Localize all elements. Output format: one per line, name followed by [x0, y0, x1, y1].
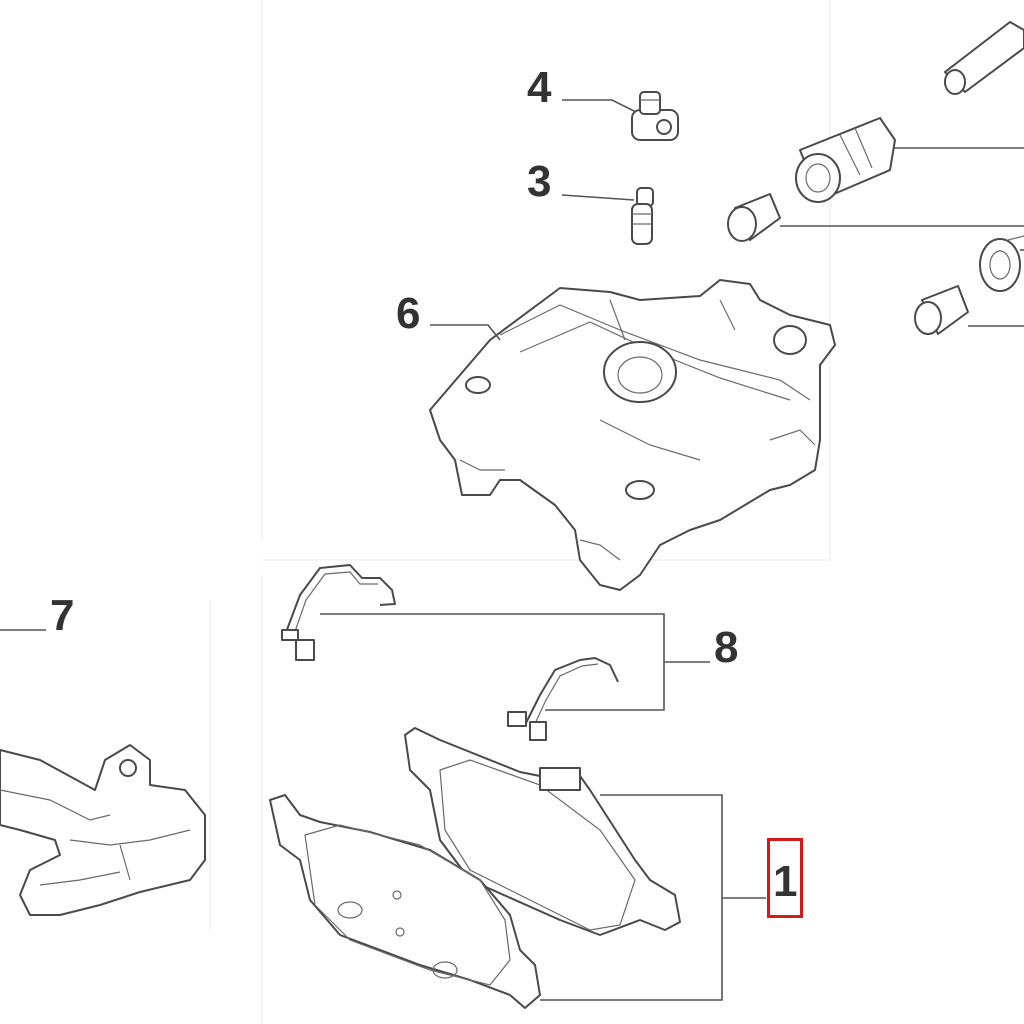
- callout-6[interactable]: 6: [396, 289, 421, 338]
- part-4-bleed-valve[interactable]: [631, 91, 679, 141]
- callout-3[interactable]: 3: [527, 157, 552, 206]
- callout-7[interactable]: 7: [50, 591, 75, 640]
- guide-bush-lower[interactable]: [914, 285, 969, 335]
- guide-pin[interactable]: [944, 21, 1024, 95]
- part-7-caliper-bracket[interactable]: [0, 744, 206, 916]
- leader-6: [430, 324, 501, 341]
- callout-4[interactable]: 4: [527, 63, 552, 112]
- part-1-brake-pad-rear[interactable]: [404, 727, 681, 936]
- part-3-bleed-screw[interactable]: [631, 187, 654, 245]
- guide-boot-upper[interactable]: [795, 117, 896, 203]
- leader-3: [561, 194, 635, 201]
- guide-bush-upper[interactable]: [727, 193, 781, 242]
- part-8-anti-rattle-spring-upper[interactable]: [281, 564, 396, 661]
- leader-4: [562, 99, 637, 113]
- guide-boot-lower[interactable]: [979, 235, 1024, 292]
- part-8-anti-rattle-spring-lower[interactable]: [507, 657, 619, 741]
- callout-8[interactable]: 8: [714, 623, 739, 672]
- background-frame-lines: [209, 0, 831, 1024]
- callout-1[interactable]: 1: [773, 857, 798, 906]
- leader-8: [320, 613, 665, 711]
- part-1-brake-pad-front[interactable]: [269, 794, 541, 1009]
- callout-1-highlight-box: [767, 838, 803, 918]
- part-6-caliper-housing[interactable]: [429, 279, 836, 591]
